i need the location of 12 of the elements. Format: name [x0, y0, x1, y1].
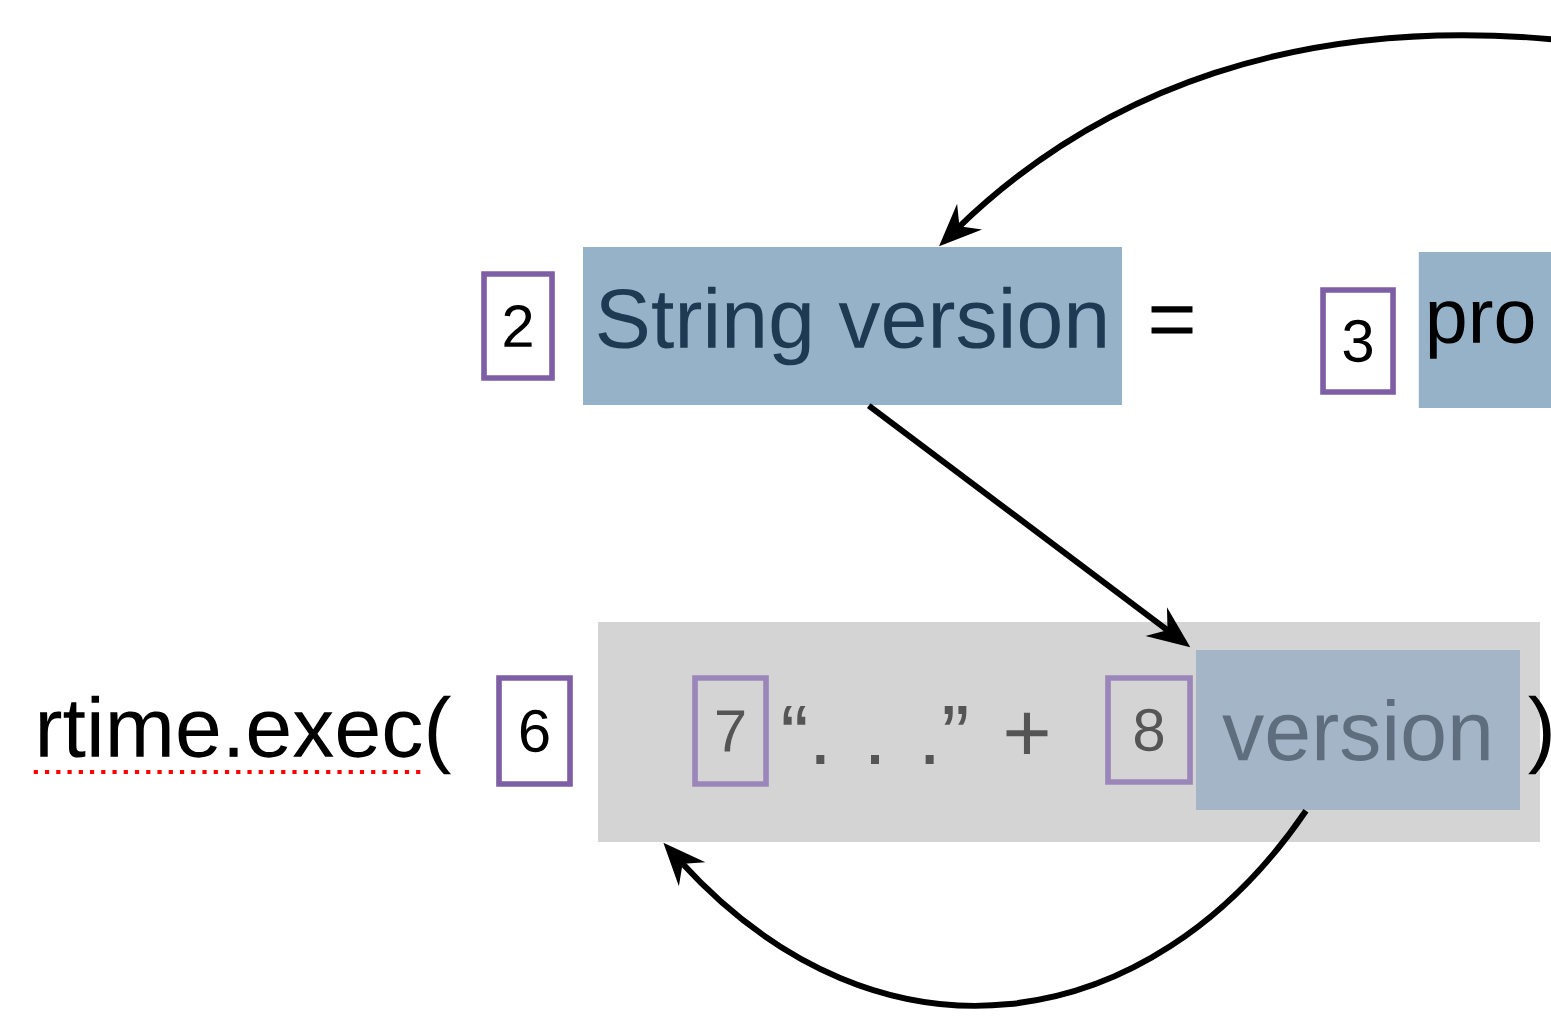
code-text: “. . .”: [783, 705, 967, 764]
callout-number: 6: [496, 675, 573, 787]
code-text: +: [1006, 712, 1048, 754]
highlight-box: String version: [583, 247, 1122, 405]
callout-number: 8: [1105, 675, 1193, 785]
highlight-box: pro: [1418, 252, 1551, 408]
code-text: rtime.exec(: [33, 695, 452, 775]
callout-number: 7: [692, 675, 769, 787]
code-text: =: [1151, 306, 1193, 334]
highlight-box: version: [1196, 650, 1521, 810]
callout-number: 3: [1320, 287, 1396, 395]
callout-number: 2: [481, 271, 555, 381]
